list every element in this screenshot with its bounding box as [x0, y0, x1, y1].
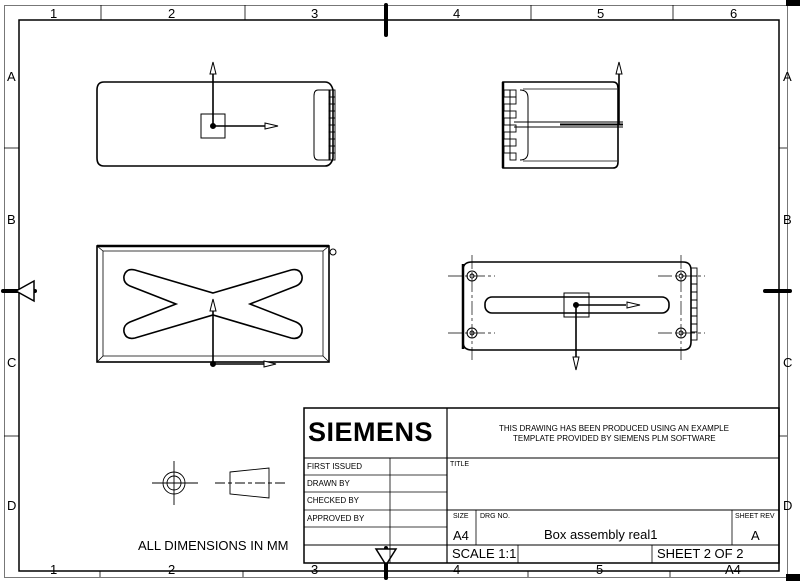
drawn-by-label: DRAWN BY [307, 479, 350, 488]
zone-col-bottom-6: A4 [725, 562, 741, 577]
sheet-rev-value: A [751, 528, 760, 543]
zone-col-bottom-2: 2 [168, 562, 176, 577]
size-label: SIZE [453, 513, 469, 520]
title-block-grid [303, 407, 780, 564]
orientation-arrow-bottom [374, 548, 398, 567]
top-view [96, 61, 336, 167]
orientation-arrow-left [14, 279, 35, 303]
zone-col-bottom-4: 4 [453, 562, 461, 577]
zone-col-bottom-1: 1 [50, 562, 58, 577]
size-value: A4 [453, 528, 469, 543]
projection-symbol [152, 461, 285, 505]
side-zone-dividers [4, 147, 787, 437]
zone-col-top-5: 5 [597, 6, 605, 21]
zone-row-right-A: A [783, 69, 792, 84]
zone-row-left-C: C [7, 355, 17, 370]
drg-no-label: DRG NO. [480, 513, 510, 520]
company-logo: SIEMENS [308, 417, 434, 447]
side-view [501, 61, 623, 169]
sheet-number: SHEET 2 OF 2 [657, 546, 744, 561]
sheet-rev-label: SHEET REV [735, 513, 775, 520]
first-issued-label: FIRST ISSUED [307, 462, 362, 471]
approved-by-label: APPROVED BY [307, 514, 365, 523]
top-zone-dividers [100, 5, 674, 20]
zone-col-bottom-3: 3 [311, 562, 319, 577]
zone-col-top-4: 4 [453, 6, 461, 21]
zone-row-left-D: D [7, 498, 17, 513]
scale-value: SCALE 1:1 [452, 546, 517, 561]
zone-col-top-1: 1 [50, 6, 58, 21]
disclaimer-line-2: TEMPLATE PROVIDED BY SIEMENS PLM SOFTWAR… [513, 434, 716, 443]
bottom-zone-dividers [99, 571, 671, 577]
inner-border [18, 19, 780, 572]
zone-col-top-6: 6 [730, 6, 738, 21]
corner-mark-top-right [786, 0, 800, 6]
zone-row-right-C: C [783, 355, 793, 370]
units-note: ALL DIMENSIONS IN MM [138, 538, 289, 553]
bottom-view [96, 244, 337, 368]
zone-col-bottom-5: 5 [596, 562, 604, 577]
zone-col-top-2: 2 [168, 6, 176, 21]
zone-row-right-B: B [783, 212, 792, 227]
drg-no-value: Box assembly real1 [544, 527, 658, 542]
zone-row-left-B: B [7, 212, 16, 227]
back-view [448, 255, 705, 371]
title-label: TITLE [450, 461, 470, 468]
corner-mark-bottom-right [786, 574, 800, 581]
disclaimer-line-1: THIS DRAWING HAS BEEN PRODUCED USING AN … [499, 424, 729, 433]
zone-col-top-3: 3 [311, 6, 319, 21]
checked-by-label: CHECKED BY [307, 496, 360, 505]
zone-row-left-A: A [7, 69, 16, 84]
zone-row-right-D: D [783, 498, 793, 513]
